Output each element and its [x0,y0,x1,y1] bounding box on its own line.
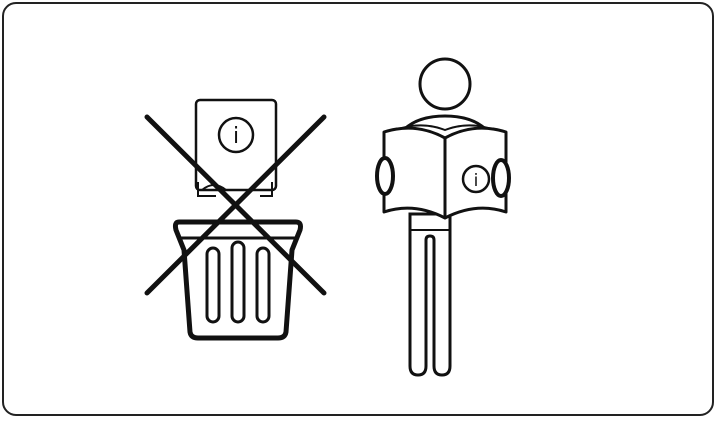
info-letter-left: i [233,124,239,149]
discarded-manual-icon: i [194,98,278,197]
pictogram-panel: i [2,2,714,416]
read-manual-person-icon: i [375,57,511,377]
info-letter-right: i [474,171,479,191]
pictogram-canvas: i [144,57,511,377]
person-head-icon [418,57,472,111]
do-not-discard-manual-icon: i [144,98,327,341]
info-circle-icon [461,164,491,194]
right-hand-icon [491,158,511,198]
person-legs-icon [408,212,452,377]
trash-bin-icon [172,219,303,341]
prohibition-cross-icon [144,114,327,296]
left-hand-icon [375,156,395,196]
open-manual-icon: i [382,124,508,220]
info-circle-icon [217,116,255,154]
